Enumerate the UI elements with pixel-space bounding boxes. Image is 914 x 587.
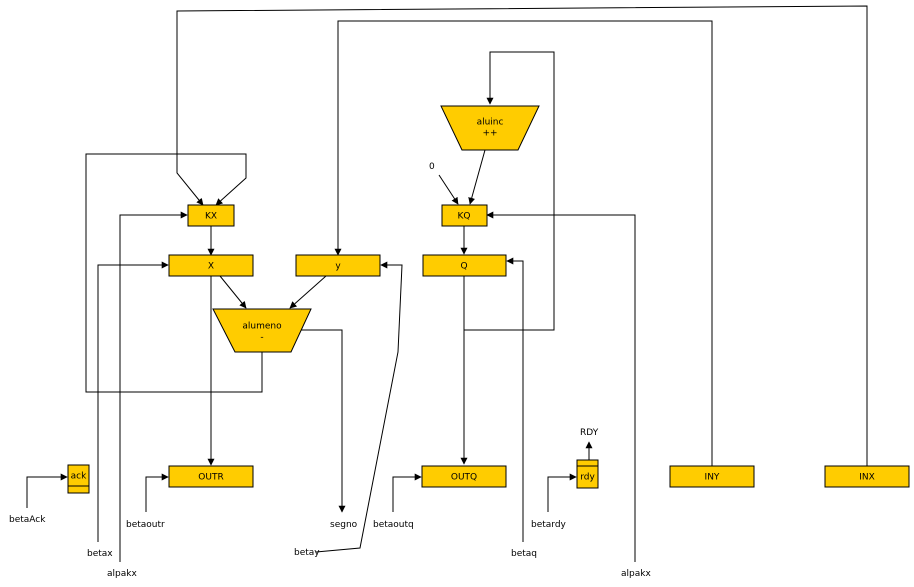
block-q: Q <box>422 254 507 277</box>
wire-betax-to-x <box>97 261 169 542</box>
label-betaAck: betaAck <box>9 515 46 525</box>
wire-betaoutr-to-outr <box>145 473 169 512</box>
label-betaq: betaq <box>511 549 537 559</box>
aluinc-op: ++ <box>482 129 497 139</box>
label-segno: segno <box>330 520 358 530</box>
wire-y-to-alumeno <box>289 275 327 309</box>
block-ack: ack <box>67 464 90 494</box>
block-aluinc: aluinc ++ <box>440 105 540 151</box>
wire-iny-to-y <box>334 20 713 466</box>
wire-inx-to-kx <box>176 5 868 466</box>
wire-alumeno-to-kx <box>85 153 263 393</box>
block-x: X <box>168 254 254 277</box>
block-rdy: rdy <box>576 459 599 489</box>
block-inx: INX <box>824 465 910 488</box>
block-y-label: y <box>335 262 341 272</box>
block-outr-label: OUTR <box>198 473 223 483</box>
block-iny: INY <box>669 465 755 488</box>
wire-betay-to-y <box>315 261 403 553</box>
label-RDY: RDY <box>580 428 599 438</box>
block-kx-label: KX <box>205 212 217 222</box>
wire-betardy-to-rdy <box>547 473 577 512</box>
aluinc-name: aluinc <box>477 118 504 128</box>
wire-aluinc-to-kq <box>468 149 486 205</box>
alumeno-op: - <box>260 333 263 343</box>
block-kq: KQ <box>441 204 488 227</box>
wire-zero-to-kq <box>438 174 459 205</box>
block-outq-label: OUTQ <box>451 473 477 483</box>
label-alpakx-left: alpakx <box>107 569 137 579</box>
block-outr: OUTR <box>168 465 254 488</box>
alumeno-name: alumeno <box>242 322 282 332</box>
block-iny-label: INY <box>705 473 720 483</box>
label-betay: betay <box>294 548 320 558</box>
wire-alumeno-to-segno <box>295 329 346 513</box>
block-x-label: X <box>208 262 214 272</box>
label-betaoutr: betaoutr <box>126 520 165 530</box>
label-betardy: betardy <box>531 520 567 530</box>
block-ack-label: ack <box>71 472 87 482</box>
block-kq-label: KQ <box>458 212 471 222</box>
label-betax: betax <box>87 549 113 559</box>
wire-betaack-to-ack <box>26 473 68 508</box>
block-inx-label: INX <box>859 473 875 483</box>
wire-betaq-to-q <box>506 257 524 542</box>
block-q-label: Q <box>460 262 467 272</box>
block-kx: KX <box>187 204 235 227</box>
wire-alpakx-to-kq <box>486 211 636 562</box>
block-alumeno: alumeno - <box>212 308 312 353</box>
block-y: y <box>295 254 381 277</box>
label-alpakx-right: alpakx <box>621 569 651 579</box>
block-outq: OUTQ <box>421 465 507 488</box>
wire-alpakx-to-kx <box>119 211 188 562</box>
block-rdy-label: rdy <box>580 473 595 483</box>
wire-q-to-aluinc <box>464 51 555 331</box>
wire-x-to-alumeno <box>219 275 247 309</box>
wire-betaoutq-to-outq <box>392 473 422 512</box>
label-zero: 0 <box>429 162 435 172</box>
label-betaoutq: betaoutq <box>373 520 414 530</box>
